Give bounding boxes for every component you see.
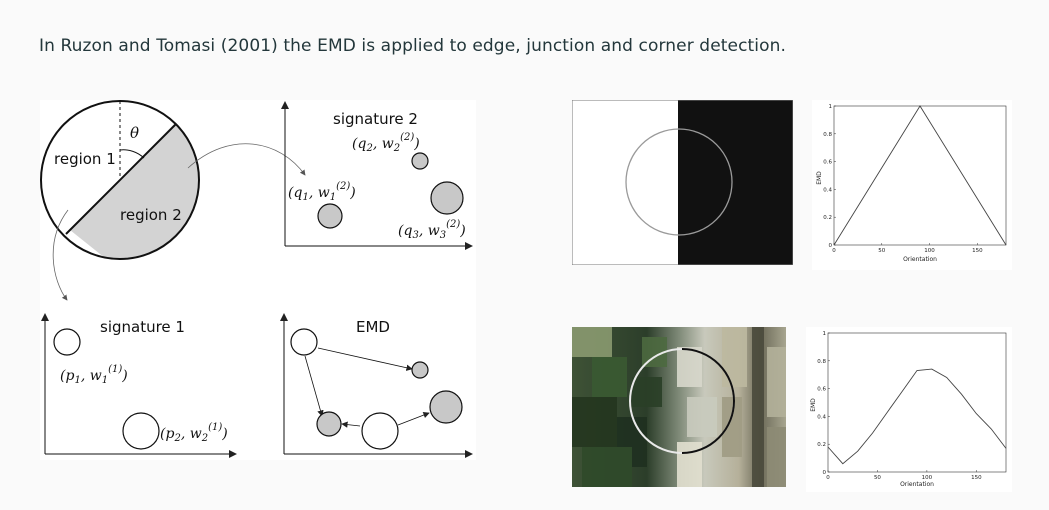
signature-1-title: signature 1 [100, 318, 185, 336]
plot-2-ylabel: EMD [810, 398, 817, 412]
slide-heading: In Ruzon and Tomasi (2001) the EMD is ap… [39, 36, 786, 56]
y-tick-label: 1 [829, 104, 833, 110]
x-tick-label: 150 [971, 475, 982, 481]
y-tick-label: 0.6 [817, 387, 826, 393]
region-circle [40, 100, 200, 260]
step-edge-image [572, 100, 793, 265]
emd-q3-circle [429, 390, 463, 424]
texture-pixels [572, 327, 786, 487]
emd-title: EMD [356, 318, 390, 336]
plot-1-xlabel: Orientation [903, 256, 937, 263]
emd-flow-arrows [304, 347, 430, 428]
q1-circle [317, 203, 343, 229]
y-tick-label: 0.4 [817, 414, 826, 420]
signature-2-title: signature 2 [333, 110, 418, 128]
y-tick-label: 0 [829, 243, 833, 249]
plot-2-ticks: 0 0.2 0.4 0.6 0.8 1 0 50 100 150 [817, 331, 982, 481]
y-tick-label: 1 [823, 331, 827, 337]
emd-q1-circle [316, 411, 342, 437]
emd-plot-2: 0 0.2 0.4 0.6 0.8 1 0 50 100 150 EMD Orientation [806, 327, 1012, 492]
y-tick-label: 0.4 [823, 187, 832, 193]
x-tick-label: 100 [922, 475, 933, 481]
x-tick-label: 150 [972, 248, 983, 254]
x-tick-label: 50 [874, 475, 881, 481]
emd-diagram: θ region 1 region 2 signature 2 (q2, w2(… [40, 100, 476, 460]
x-tick-label: 0 [826, 475, 830, 481]
region-1-label: region 1 [54, 150, 116, 168]
q2-circle [411, 152, 429, 170]
emd-p2-circle [361, 412, 399, 450]
x-tick-label: 100 [924, 248, 935, 254]
emd-axes [280, 313, 473, 458]
plot-2-line [827, 368, 1007, 465]
plot-1-ticks: 0 0.2 0.4 0.6 0.8 1 0 50 100 150 [823, 104, 983, 254]
texture-image [572, 327, 786, 487]
signature-2-axes [281, 101, 473, 250]
signature-1-axes [41, 313, 237, 458]
emd-plot-1: 0 0.2 0.4 0.6 0.8 1 0 50 100 150 EMD Orientation [812, 100, 1012, 270]
y-tick-label: 0.2 [817, 442, 826, 448]
y-tick-label: 0 [823, 470, 827, 476]
plot-2-xlabel: Orientation [900, 481, 934, 488]
x-tick-label: 0 [832, 248, 836, 254]
p1-circle [53, 328, 81, 356]
y-tick-label: 0.6 [823, 160, 832, 166]
plot-1-ylabel: EMD [816, 171, 823, 185]
q3-circle [430, 181, 464, 215]
emd-p1-circle [290, 328, 318, 356]
region-2-label: region 2 [120, 206, 182, 224]
curve-arrow-to-signature-2 [187, 143, 306, 176]
plot-1-line [833, 105, 1007, 246]
p2-circle [122, 412, 160, 450]
curve-arrow-to-signature-1 [52, 209, 69, 301]
y-tick-label: 0.8 [817, 359, 826, 365]
x-tick-label: 50 [878, 248, 885, 254]
theta-label: θ [130, 124, 139, 142]
y-tick-label: 0.8 [823, 132, 832, 138]
emd-q2-circle [411, 361, 429, 379]
y-tick-label: 0.2 [823, 215, 832, 221]
